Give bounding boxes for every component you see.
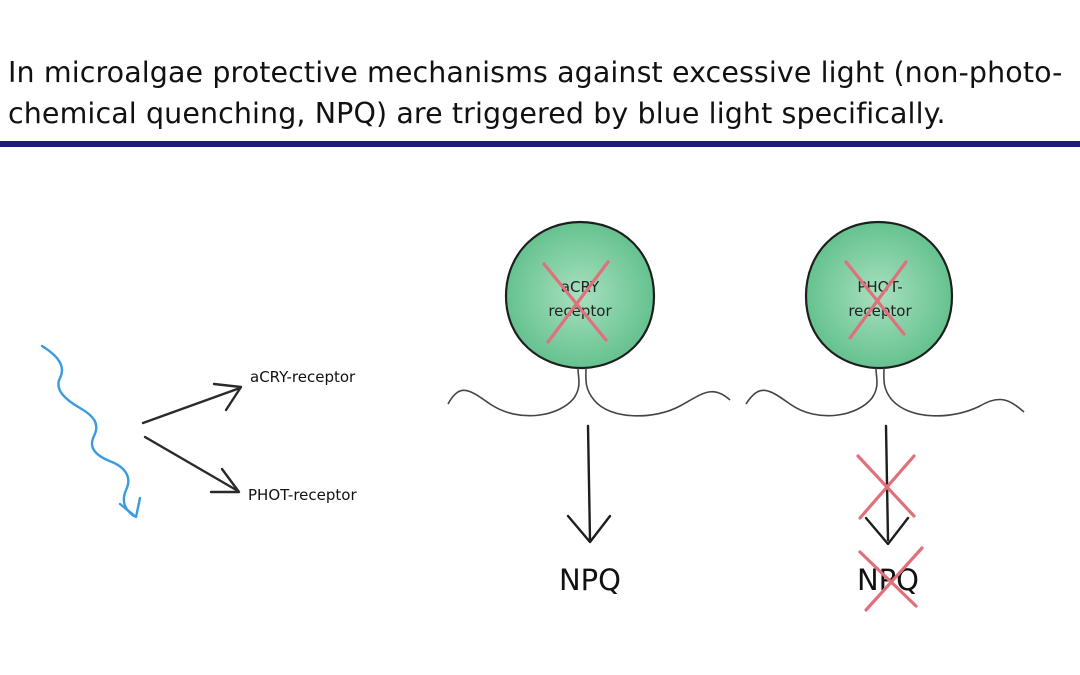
cell-right-label-line-2: receptor	[848, 302, 912, 320]
arrow-down	[586, 424, 592, 542]
arrow-down	[884, 424, 890, 542]
npq-label-left: NPQ	[559, 563, 621, 597]
cross-mark	[542, 260, 610, 344]
arrow-head	[566, 514, 612, 544]
cell-body	[804, 220, 954, 370]
flagellum-right	[883, 367, 1025, 417]
arrow-cross-mark	[856, 454, 916, 520]
cross-mark	[844, 260, 908, 340]
heading-line-1: In microalgae protective mechanisms agai…	[8, 56, 1063, 89]
heading-line-2: chemical quenching, NPQ) are triggered b…	[8, 97, 946, 130]
cell-phot-knockout: PHOT- receptor NPQ	[745, 220, 1025, 612]
arrow-to-acry	[141, 382, 243, 425]
npq-cross-mark	[858, 546, 924, 612]
flagellum-right	[585, 367, 731, 417]
blue-light-wave	[40, 344, 142, 519]
heading-underline	[0, 141, 1080, 147]
flagellum-left	[745, 367, 878, 417]
cell-left-label-line-1: aCRY	[561, 278, 600, 296]
acry-receptor-label: aCRY-receptor	[250, 368, 356, 386]
flagellum-left	[447, 367, 580, 417]
cell-body	[504, 220, 656, 370]
arrow-head	[864, 516, 910, 546]
arrow-to-phot	[143, 435, 241, 494]
page-heading: In microalgae protective mechanisms agai…	[8, 52, 1076, 134]
phot-receptor-label: PHOT-receptor	[248, 486, 357, 504]
cell-acry-knockout: aCRY receptor NPQ	[447, 220, 731, 597]
